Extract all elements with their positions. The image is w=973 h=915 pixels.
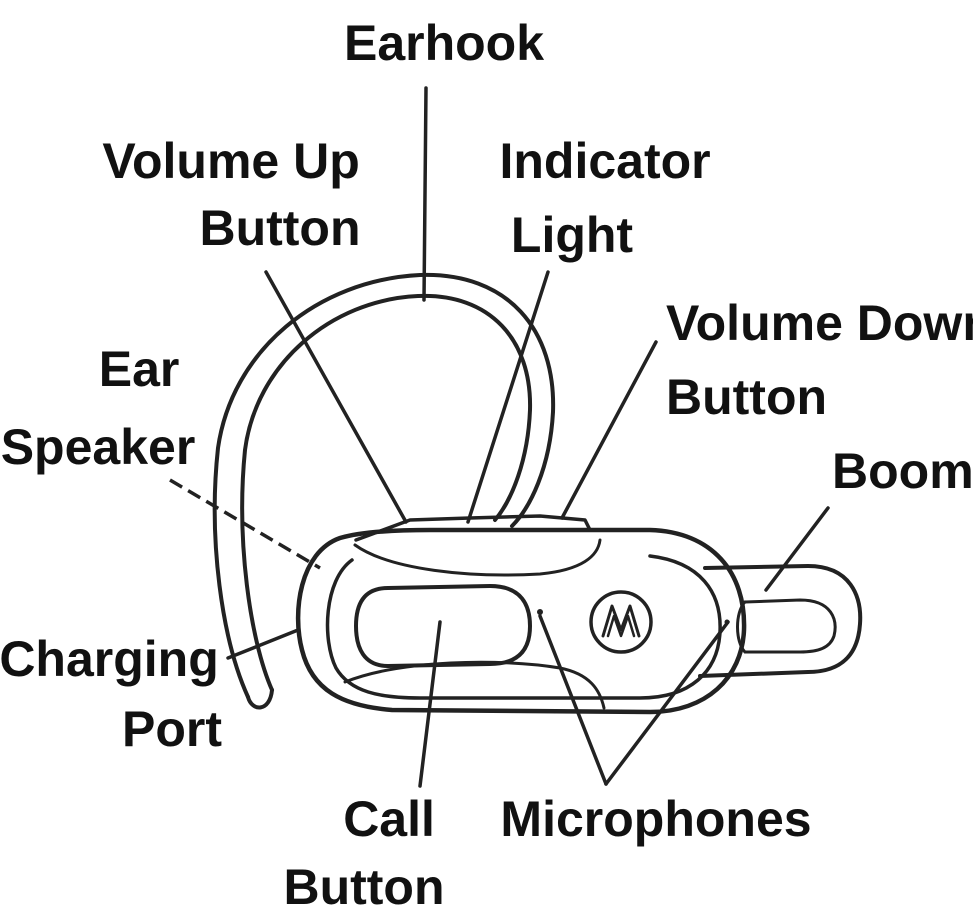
label-microphones: Microphones [500, 791, 811, 847]
leader-microphones-1 [538, 614, 608, 786]
leader-volume-down [560, 340, 658, 520]
call-button-shape [354, 584, 532, 668]
microphone-hole [537, 609, 543, 615]
leader-earhook [422, 86, 428, 302]
motorola-logo [589, 590, 653, 654]
label-volume-up: Volume Up Button [102, 133, 373, 256]
leader-lines [169, 86, 830, 788]
leader-microphones-2 [604, 620, 730, 786]
leader-ear-speaker [169, 478, 321, 570]
label-call-button: Call Button [283, 791, 448, 915]
leader-indicator-light [466, 270, 550, 524]
leader-volume-up [264, 270, 408, 524]
leader-boom [764, 506, 830, 592]
leader-charging-port [226, 628, 300, 660]
labels: Earhook Volume Up Button Indicator Light… [0, 15, 973, 915]
headset-illustration [212, 272, 863, 715]
label-boom: Boom [832, 443, 973, 499]
boom [698, 564, 863, 678]
earhook [212, 272, 556, 710]
label-volume-down: Volume Down Button [666, 295, 973, 425]
label-earhook: Earhook [344, 15, 544, 71]
label-ear-speaker: Ear Speaker [1, 341, 196, 475]
label-indicator-light: Indicator Light [499, 133, 724, 263]
headset-body [295, 514, 747, 715]
leader-call-button [418, 620, 442, 788]
label-charging-port: Charging Port [0, 631, 233, 757]
